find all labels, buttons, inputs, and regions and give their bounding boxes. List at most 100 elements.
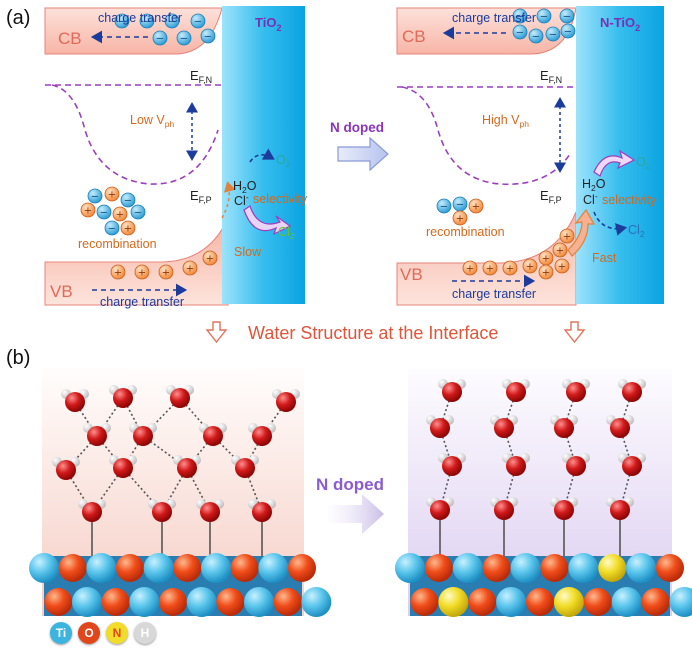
hole <box>538 264 554 280</box>
efn-label: EF,N <box>190 68 212 85</box>
titanium-atom <box>129 587 160 617</box>
panel-a-left: −−−−−−− +++++ −+−+−+−−+ CB VB charge tra… <box>44 6 308 309</box>
electron <box>512 8 528 24</box>
efn-label-right: EF,N <box>540 68 562 85</box>
fermi-level-p-right <box>401 86 571 186</box>
water-oxygen-atom <box>276 392 296 412</box>
hole-symbol: + <box>114 268 122 279</box>
hydrogen-bond <box>439 465 453 511</box>
efp-label: EF,P <box>190 188 212 205</box>
recombination-cluster-right: −−++ <box>436 196 484 226</box>
hole-symbol: + <box>556 246 564 257</box>
charge-transfer-top-label-right: charge transfer <box>452 11 536 25</box>
water-oxygen-atom <box>177 458 197 478</box>
n-doped-label-a: N doped <box>330 120 384 135</box>
water-oxygen-atom <box>252 502 272 522</box>
oxygen-atom <box>159 588 187 616</box>
hole <box>120 220 136 236</box>
electron <box>436 198 452 214</box>
panel-a-right: −−−−−−− +++++++++ −−++ CB VB charge tran… <box>396 6 664 306</box>
water-oxygen-atom <box>506 382 526 402</box>
electron-symbol: − <box>194 17 202 28</box>
water-oxygen-atom <box>610 418 630 438</box>
hydrogen-bond <box>96 397 124 437</box>
electron-symbol: − <box>440 202 448 213</box>
hole-symbol: + <box>84 206 92 217</box>
banner-arrow-left <box>205 321 228 344</box>
water-oxygen-atom <box>610 500 630 520</box>
oxygen-atom <box>468 588 497 616</box>
electron <box>528 28 544 44</box>
recombination-label: recombination <box>78 237 157 251</box>
cl2-arrow-right <box>593 211 628 236</box>
banner-arrow-right <box>563 321 586 344</box>
hole <box>182 260 198 276</box>
hole <box>104 186 120 202</box>
chloride-label: Cl- <box>234 192 249 208</box>
titanium-atom <box>143 553 174 583</box>
titanium-atom <box>496 587 527 617</box>
banner-text: Water Structure at the Interface <box>248 323 498 343</box>
cb-label-right: CB <box>402 27 426 46</box>
electron <box>190 13 206 29</box>
hole-symbol: + <box>206 254 214 265</box>
panel-a-arrow: N doped <box>330 120 389 172</box>
oxygen-atom <box>116 554 144 582</box>
cl2-label-right: Cl2 <box>628 223 645 239</box>
oxygen-atom <box>273 588 302 616</box>
water-oxygen-atom <box>566 456 586 476</box>
oxygen-atom <box>526 588 554 616</box>
oxygen-atom <box>656 554 684 582</box>
electron <box>96 204 112 220</box>
n-doped-label-b: N doped <box>316 475 384 494</box>
vph-label-right: High Vph <box>482 113 529 129</box>
fermi-level-p <box>51 84 219 185</box>
hole-symbol: + <box>542 268 550 279</box>
water-oxygen-atom <box>430 418 450 438</box>
selectivity-label: selectivity <box>253 192 308 206</box>
electron <box>545 26 561 42</box>
electron <box>512 24 528 40</box>
electron-symbol: − <box>516 12 524 23</box>
electron-symbol: − <box>564 27 572 38</box>
cb-label: CB <box>58 29 82 48</box>
hydrogen-bond <box>563 465 577 511</box>
water-oxygen-atom <box>430 500 450 520</box>
water-oxygen-atom <box>200 502 220 522</box>
o2-label-right: O2 <box>636 155 651 171</box>
titanium-atom <box>86 553 117 583</box>
oxygen-atom <box>101 588 130 616</box>
conduction-band-right <box>396 7 577 55</box>
electron-row-cb-left: −−−−−−− <box>114 13 216 46</box>
hole-symbol: + <box>162 268 170 279</box>
electron-symbol: − <box>549 30 557 41</box>
recombination-label-right: recombination <box>426 225 505 239</box>
hole <box>452 210 468 226</box>
slow-transfer-arrow <box>221 181 236 219</box>
n-doped-arrow-b <box>328 494 384 534</box>
water-oxygen-atom <box>506 456 526 476</box>
oxygen-atom <box>540 554 569 582</box>
titanium-atom <box>452 553 483 583</box>
titanium-atom <box>29 553 59 583</box>
o2-arrow-right <box>593 149 636 177</box>
hole <box>158 264 174 280</box>
charge-transfer-bottom-label-right: charge transfer <box>452 287 536 301</box>
electron-symbol: − <box>540 12 548 23</box>
hydrogen-bond <box>65 435 98 471</box>
hole-symbol: + <box>466 264 474 275</box>
o2-label: O2 <box>276 153 291 169</box>
titanium-atom <box>258 553 289 583</box>
oxygen-atom <box>44 588 73 616</box>
hole-symbol: + <box>563 232 571 243</box>
hole-symbol: + <box>138 268 146 279</box>
electron <box>87 188 103 204</box>
rate-label-right: Fast <box>592 251 617 265</box>
oxygen-atom <box>641 588 670 616</box>
electron-symbol: − <box>156 34 164 45</box>
hole-row-vb-left: +++++ <box>110 250 218 280</box>
water-oxygen-atom <box>494 418 514 438</box>
hole <box>80 202 96 218</box>
material-label: TiO2 <box>255 15 281 33</box>
